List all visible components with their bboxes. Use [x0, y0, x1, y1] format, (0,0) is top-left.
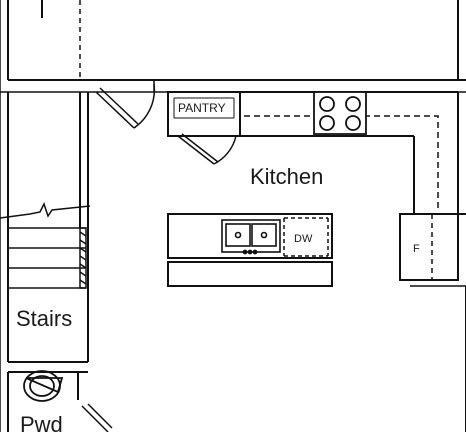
fridge-label: F: [413, 243, 420, 255]
powder-door: [81, 403, 113, 432]
dishwasher-label: DW: [294, 233, 313, 245]
upper-cabinet-line: [244, 115, 439, 212]
toilet: [23, 370, 64, 402]
entry-door: [95, 80, 156, 129]
dishwasher: [283, 217, 329, 257]
sink: [221, 219, 281, 255]
stairs-label: Stairs: [16, 306, 72, 331]
powder-label: Pwd: [20, 412, 63, 432]
stairs-block: [0, 202, 91, 289]
left-walls: [7, 92, 89, 432]
fridge: [399, 213, 466, 287]
cooktop: [313, 91, 367, 135]
pantry: [167, 91, 241, 165]
kitchen-label: Kitchen: [250, 164, 323, 189]
pantry-label: PANTRY: [178, 101, 226, 115]
